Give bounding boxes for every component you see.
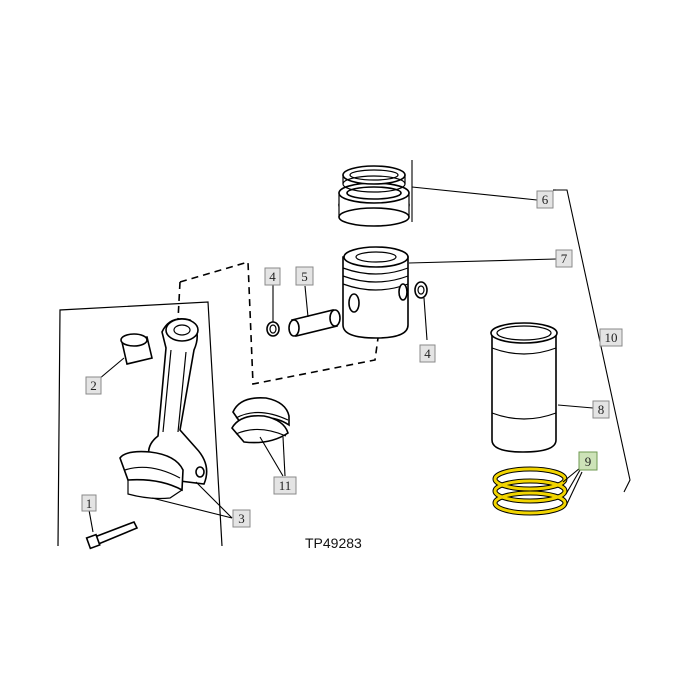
- cylinder-liner[interactable]: [490, 322, 558, 453]
- callout-11[interactable]: 11: [273, 476, 297, 495]
- connecting-rod[interactable]: [147, 318, 208, 485]
- snap-ring-left[interactable]: [266, 321, 280, 337]
- snap-ring-right[interactable]: [414, 281, 428, 299]
- seal-ring-fill-3: [493, 491, 567, 515]
- svg-text:10: 10: [605, 330, 618, 345]
- leader-lines: [88, 160, 631, 533]
- callout-8[interactable]: 8: [592, 400, 610, 419]
- svg-text:4: 4: [269, 269, 276, 284]
- seal-ring-fill-1: [493, 467, 567, 491]
- svg-text:3: 3: [238, 511, 245, 526]
- pin-bushing[interactable]: [120, 333, 153, 365]
- svg-text:7: 7: [561, 251, 568, 266]
- callout-2[interactable]: 2: [85, 376, 102, 395]
- callout-7[interactable]: 7: [555, 249, 573, 268]
- connecting-rod-frame: [57, 301, 223, 547]
- callout-4-right[interactable]: 4: [419, 344, 436, 363]
- assembly-outline: [177, 260, 379, 385]
- svg-text:11: 11: [279, 478, 292, 493]
- svg-text:1: 1: [86, 496, 93, 511]
- svg-text:8: 8: [598, 402, 605, 417]
- liner-seal-rings[interactable]: [492, 466, 568, 516]
- figure-reference-number: TP49283: [305, 535, 362, 551]
- svg-text:9: 9: [585, 454, 592, 469]
- callout-5[interactable]: 5: [295, 266, 314, 286]
- svg-text:4: 4: [424, 346, 431, 361]
- callout-9[interactable]: 9: [578, 451, 598, 471]
- seal-ring-fill-2: [493, 479, 567, 503]
- piston[interactable]: [342, 246, 409, 339]
- rod-cap-screw[interactable]: [85, 520, 139, 550]
- piston-rings-top[interactable]: [338, 165, 410, 227]
- callout-3[interactable]: 3: [232, 509, 251, 528]
- svg-text:6: 6: [542, 192, 549, 207]
- rod-bearing-inserts[interactable]: [231, 396, 290, 444]
- svg-text:2: 2: [90, 378, 97, 393]
- callout-6[interactable]: 6: [536, 190, 554, 209]
- callout-1[interactable]: 1: [81, 494, 97, 512]
- callout-10[interactable]: 10: [599, 328, 623, 347]
- rod-bearing-cap[interactable]: [119, 450, 184, 500]
- piston-pin[interactable]: [288, 309, 341, 337]
- callout-4-left[interactable]: 4: [264, 267, 281, 286]
- svg-text:5: 5: [301, 269, 308, 284]
